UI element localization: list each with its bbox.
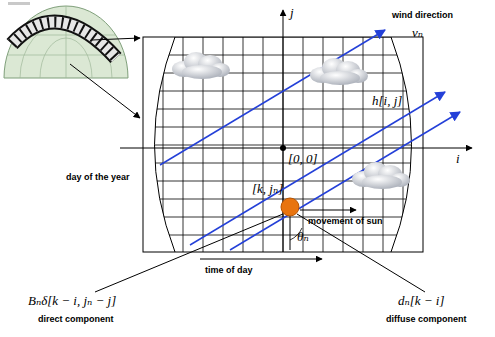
pointer-line — [70, 64, 140, 118]
wind-label: wind direction — [392, 10, 453, 20]
cloud-puff — [362, 175, 402, 189]
time-arrow — [200, 259, 322, 260]
vertical-reference — [290, 216, 291, 250]
wind-arrow — [190, 92, 445, 245]
dome-grid — [8, 6, 124, 78]
wind-arrow — [160, 30, 385, 165]
grid-line — [243, 37, 244, 252]
grid-line — [263, 37, 264, 252]
cloud — [310, 58, 368, 85]
dome-caption-mark — [8, 2, 30, 5]
leader-line — [95, 214, 283, 292]
sun-position-label: [k, jₙ] — [252, 182, 283, 197]
component-label: diffuse component — [386, 314, 467, 324]
axis-caption: time of day — [205, 265, 253, 275]
sun-motion-label: movement of sun — [308, 216, 383, 226]
grid-line — [403, 37, 404, 252]
pointer-line — [92, 38, 140, 40]
sun-motion-arrow — [300, 210, 356, 211]
j-axis — [283, 10, 284, 252]
dome — [4, 6, 128, 78]
grid-line — [303, 37, 304, 252]
cloud-puff — [320, 71, 360, 85]
grid-line — [383, 37, 384, 252]
leader-line — [297, 214, 425, 292]
formula-label: dₙ[k − i] — [398, 294, 445, 309]
component-label: direct component — [38, 314, 114, 324]
origin-dot — [280, 145, 286, 151]
dome-illustration — [4, 2, 128, 78]
formula-label: Bₙδ[k − i, jₙ − j] — [28, 294, 116, 309]
cloud — [172, 52, 230, 79]
wind-symbol: vₙ — [412, 26, 423, 41]
axis-label: j — [290, 6, 294, 21]
field-label: h[i, j] — [372, 94, 402, 109]
axis-caption: day of the year — [66, 172, 130, 182]
i-axis — [120, 148, 472, 149]
cloud — [352, 162, 410, 189]
wind-arrow — [230, 112, 460, 250]
clouds — [172, 52, 410, 189]
axis-label: i — [456, 152, 460, 167]
grid-line — [163, 37, 164, 252]
angle-label: θₙ — [297, 230, 309, 245]
cloud-puff — [182, 65, 222, 79]
origin-label: [0, 0] — [288, 152, 318, 167]
sun — [281, 198, 299, 216]
